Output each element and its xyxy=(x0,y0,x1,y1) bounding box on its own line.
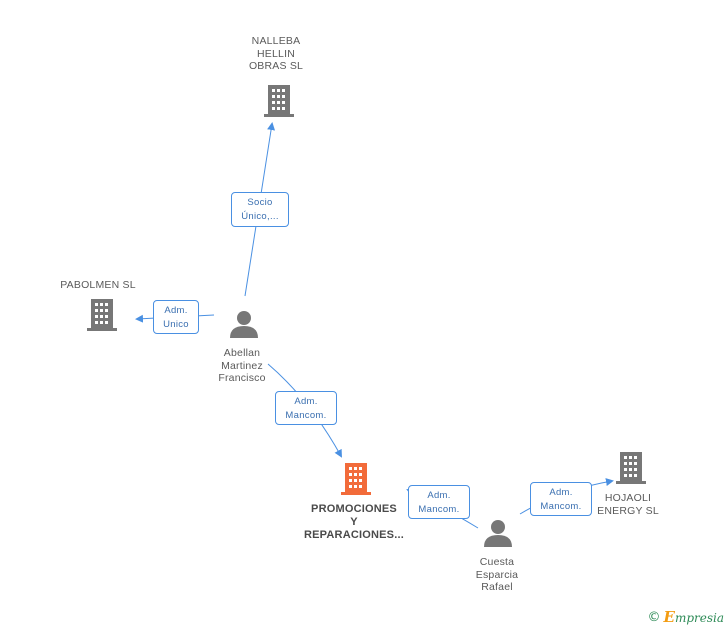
building-icon[interactable] xyxy=(616,452,646,484)
person-icon[interactable] xyxy=(484,520,512,547)
edge-label-adm-mancom[interactable]: Adm. Mancom. xyxy=(530,482,592,516)
node-label-pabolmen[interactable]: PABOLMEN SL xyxy=(60,279,136,291)
node-label-nalleba[interactable]: NALLEBA HELLIN OBRAS SL xyxy=(248,35,304,72)
person-icon[interactable] xyxy=(230,311,258,338)
copyright-icon: © xyxy=(647,609,661,625)
building-icon-highlighted[interactable] xyxy=(341,463,371,495)
empresia-logo: Empresia xyxy=(663,608,725,626)
empresia-credit[interactable]: © Empresia xyxy=(648,608,725,626)
node-label-promociones[interactable]: PROMOCIONES Y REPARACIONES... xyxy=(304,503,404,541)
node-label-abellan[interactable]: Abellan Martinez Francisco xyxy=(218,347,266,384)
node-label-cuesta[interactable]: Cuesta Esparcia Rafael xyxy=(475,556,519,593)
building-icon[interactable] xyxy=(264,85,294,117)
node-label-hojaoli[interactable]: HOJAOLI ENERGY SL xyxy=(597,492,659,517)
edge-label-adm-mancom[interactable]: Adm. Mancom. xyxy=(408,485,470,519)
edge-label-adm-unico[interactable]: Adm. Unico xyxy=(153,300,199,334)
building-icon[interactable] xyxy=(87,299,117,331)
edge-label-socio-unico[interactable]: Socio Único,... xyxy=(231,192,289,227)
edge-label-adm-mancom[interactable]: Adm. Mancom. xyxy=(275,391,337,425)
